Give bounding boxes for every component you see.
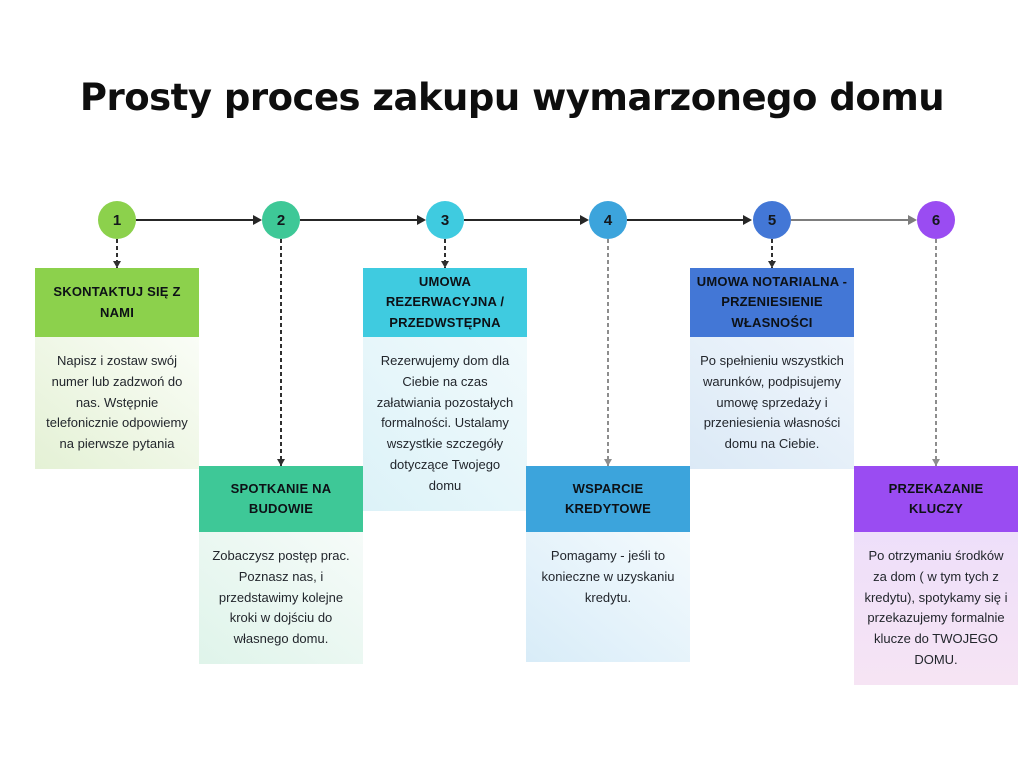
step-card: PRZEKAZANIE KLUCZY Po otrzymaniu środków… — [854, 466, 1018, 685]
step-title: UMOWA REZERWACYJNA / PRZEDWSTĘPNA — [385, 274, 505, 330]
step-card: SPOTKANIE NA BUDOWIE Zobaczysz postęp pr… — [199, 466, 363, 664]
step-card: UMOWA REZERWACYJNA / PRZEDWSTĘPNA Rezerw… — [363, 268, 527, 511]
timeline-arrow-3-4 — [464, 215, 589, 225]
step-title: SKONTAKTUJ SIĘ Z NAMI — [53, 284, 181, 320]
step-description: Po otrzymaniu środków za dom ( w tym tyc… — [864, 548, 1008, 667]
step-card-body: Rezerwujemy dom dla Ciebie na czas załat… — [363, 337, 527, 511]
step-1-number-badge: 1 — [98, 201, 136, 239]
step-title: UMOWA NOTARIALNA - PRZENIESIENIE WŁASNOŚ… — [696, 274, 848, 330]
step-number: 1 — [112, 211, 122, 229]
dashed-connector-arrow — [441, 239, 449, 268]
step-card: UMOWA NOTARIALNA - PRZENIESIENIE WŁASNOŚ… — [690, 268, 854, 469]
step-card: SKONTAKTUJ SIĘ Z NAMI Napisz i zostaw sw… — [35, 268, 199, 469]
step-card-body: Zobaczysz postęp prac. Poznasz nas, i pr… — [199, 532, 363, 664]
step-description: Rezerwujemy dom dla Ciebie na czas załat… — [376, 353, 514, 493]
timeline-arrow-1-2 — [136, 215, 262, 225]
step-card: WSPARCIE KREDYTOWE Pomagamy - jeśli to k… — [526, 466, 690, 662]
step-card-body: Pomagamy - jeśli to konieczne w uzyskani… — [526, 532, 690, 662]
dashed-connector-arrow — [932, 239, 940, 466]
step-description: Zobaczysz postęp prac. Poznasz nas, i pr… — [212, 548, 350, 647]
step-5-number-badge: 5 — [753, 201, 791, 239]
step-number: 5 — [767, 211, 777, 229]
step-card-header: PRZEKAZANIE KLUCZY — [854, 466, 1018, 532]
step-card-header: UMOWA NOTARIALNA - PRZENIESIENIE WŁASNOŚ… — [690, 268, 854, 337]
step-6-number-badge: 6 — [917, 201, 955, 239]
step-2-number-badge: 2 — [262, 201, 300, 239]
step-card-header: UMOWA REZERWACYJNA / PRZEDWSTĘPNA — [363, 268, 527, 337]
dashed-connector-arrow — [113, 239, 121, 268]
step-card-header: SPOTKANIE NA BUDOWIE — [199, 466, 363, 532]
step-4-number-badge: 4 — [589, 201, 627, 239]
timeline-arrow-4-5 — [627, 215, 752, 225]
timeline-arrow-5-6 — [791, 215, 917, 225]
dashed-connector-arrow — [277, 239, 285, 466]
dashed-connector-arrow — [768, 239, 776, 268]
step-number: 3 — [440, 211, 450, 229]
step-3-number-badge: 3 — [426, 201, 464, 239]
step-number: 4 — [603, 211, 613, 229]
timeline-arrow-2-3 — [300, 215, 426, 225]
page-title: Prosty proces zakupu wymarzonego domu — [79, 76, 945, 119]
step-card-header: SKONTAKTUJ SIĘ Z NAMI — [35, 268, 199, 337]
step-description: Napisz i zostaw swój numer lub zadzwoń d… — [46, 353, 188, 452]
step-description: Po spełnieniu wszystkich warunków, podpi… — [700, 353, 844, 452]
step-card-header: WSPARCIE KREDYTOWE — [526, 466, 690, 532]
step-title: SPOTKANIE NA BUDOWIE — [230, 480, 332, 516]
step-card-body: Napisz i zostaw swój numer lub zadzwoń d… — [35, 337, 199, 469]
step-description: Pomagamy - jeśli to konieczne w uzyskani… — [541, 548, 675, 605]
step-card-body: Po spełnieniu wszystkich warunków, podpi… — [690, 337, 854, 469]
step-number: 6 — [931, 211, 941, 229]
step-card-body: Po otrzymaniu środków za dom ( w tym tyc… — [854, 532, 1018, 685]
dashed-connector-arrow — [604, 239, 612, 466]
step-title: WSPARCIE KREDYTOWE — [564, 480, 652, 516]
step-number: 2 — [276, 211, 286, 229]
step-title: PRZEKAZANIE KLUCZY — [888, 480, 984, 516]
